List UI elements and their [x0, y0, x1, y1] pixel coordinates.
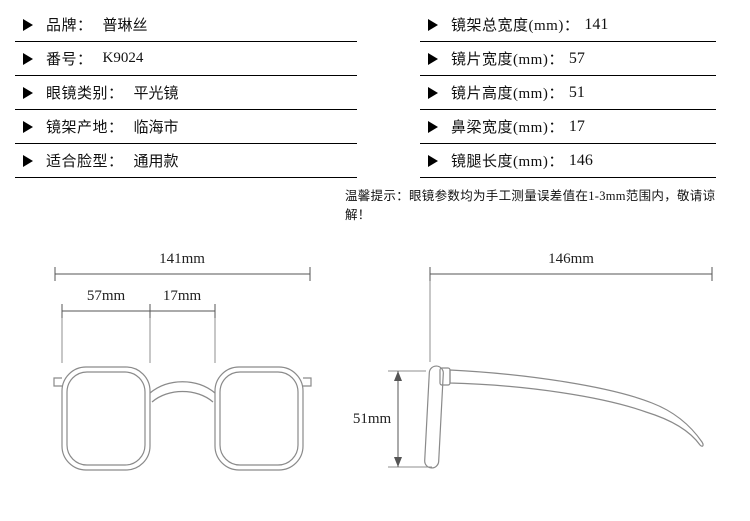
triangle-bullet-icon: [23, 18, 33, 31]
lens-and-bridge-dimension: 57mm 17mm: [61, 288, 216, 363]
spec-row-temple-length: 镜腿长度(mm)： 146: [420, 144, 716, 178]
spec-value: K9024: [102, 50, 144, 66]
front-view-drawing: 141mm 57mm 17mm: [53, 251, 312, 471]
spec-label: 番号：: [46, 52, 93, 68]
triangle-bullet-icon: [428, 52, 438, 65]
triangle-bullet-icon: [23, 52, 33, 65]
spec-label: 镜片宽度(mm)：: [451, 52, 564, 68]
triangle-bullet-icon: [428, 154, 438, 167]
dimension-label-lens-height: 51mm: [353, 411, 392, 427]
total-width-dimension: 141mm: [54, 251, 311, 281]
measurement-note: 温馨提示：眼镜参数均为手工测量误差值在1-3mm范围内，敬请谅解！: [345, 189, 716, 222]
lens-height-dimension: 51mm: [353, 370, 432, 468]
spec-value: 普琳丝: [102, 18, 148, 34]
triangle-bullet-icon: [428, 86, 438, 99]
spec-label: 镜架总宽度(mm)：: [451, 18, 580, 34]
temple-length-dimension: 146mm: [429, 251, 713, 362]
spec-value: 17: [568, 117, 585, 135]
spec-value: 57: [568, 49, 585, 67]
spec-value: 141: [584, 15, 609, 33]
spec-label: 品牌：: [46, 18, 93, 34]
triangle-bullet-icon: [428, 120, 438, 133]
spec-row-lens-height: 镜片高度(mm)： 51: [420, 76, 716, 110]
spec-row-frame-total-width: 镜架总宽度(mm)： 141: [420, 8, 716, 42]
spec-column-right: 镜架总宽度(mm)： 141 镜片宽度(mm)： 57 镜片高度(mm)： 51…: [420, 8, 716, 178]
spec-row-glasses-type: 眼镜类别： 平光镜: [15, 76, 357, 110]
spec-value: 平光镜: [133, 86, 179, 102]
spec-value: 51: [568, 83, 585, 101]
triangle-bullet-icon: [428, 18, 438, 31]
spec-value: 通用款: [133, 154, 179, 170]
spec-label: 镜架产地：: [46, 120, 124, 136]
spec-value: 临海市: [133, 120, 179, 136]
spec-value: 146: [568, 151, 593, 169]
spec-label: 镜片高度(mm)：: [451, 86, 564, 102]
dimension-label-total-width: 141mm: [159, 251, 205, 267]
triangle-bullet-icon: [23, 154, 33, 167]
spec-label: 适合脸型：: [46, 154, 124, 170]
glasses-diagram: 141mm 57mm 17mm: [53, 251, 713, 471]
triangle-bullet-icon: [23, 120, 33, 133]
spec-row-model-number: 番号： K9024: [15, 42, 357, 76]
spec-label: 眼镜类别：: [46, 86, 124, 102]
spec-row-frame-origin: 镜架产地： 临海市: [15, 110, 357, 144]
spec-row-face-shape: 适合脸型： 通用款: [15, 144, 357, 178]
spec-column-left: 品牌： 普琳丝 番号： K9024 眼镜类别： 平光镜 镜架产地： 临海市 适合…: [15, 8, 357, 178]
spec-row-brand: 品牌： 普琳丝: [15, 8, 357, 42]
spec-label: 鼻梁宽度(mm)：: [451, 120, 564, 136]
glasses-side-outline: [424, 365, 704, 469]
spec-row-bridge-width: 鼻梁宽度(mm)： 17: [420, 110, 716, 144]
triangle-bullet-icon: [23, 86, 33, 99]
spec-row-lens-width: 镜片宽度(mm)： 57: [420, 42, 716, 76]
glasses-front-outline: [53, 366, 312, 471]
dimension-label-bridge-width: 17mm: [163, 288, 202, 304]
dimension-label-lens-width: 57mm: [87, 288, 126, 304]
spec-label: 镜腿长度(mm)：: [451, 154, 564, 170]
side-view-drawing: 146mm 51mm: [353, 251, 713, 469]
dimension-label-temple-length: 146mm: [548, 251, 594, 267]
